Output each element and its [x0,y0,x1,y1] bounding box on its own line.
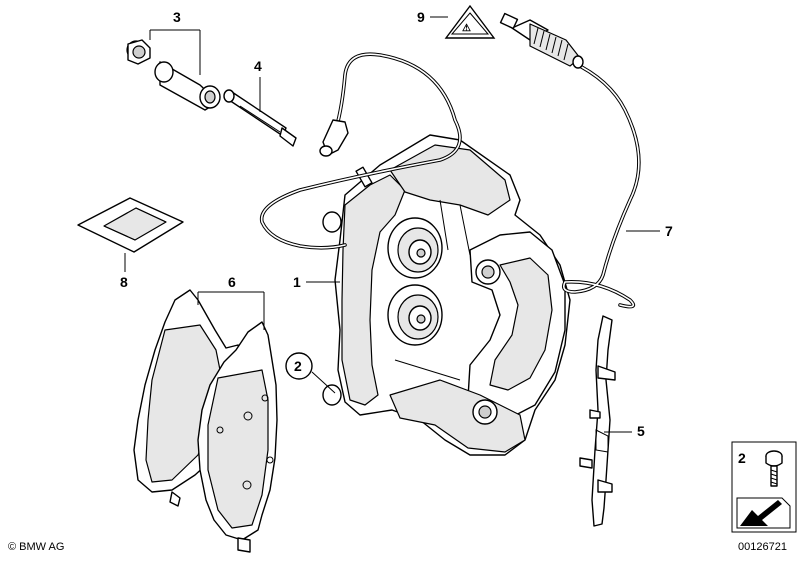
arrow-icon [736,497,791,529]
part-8-grease-packet[interactable] [77,197,184,253]
callout-6-label: 6 [228,274,236,290]
diagram-number: 00126721 [738,541,787,553]
part-4-guide-bolt[interactable] [223,89,297,147]
callout-2-circled: 2 [285,352,336,394]
callout-9-label: 9 [417,9,425,25]
callout-7: 7 [626,223,673,239]
legend-box-bolt: 2 [731,441,797,533]
bolt-icon [765,450,783,487]
callout-3-label: 3 [173,9,181,25]
callout-4-label: 4 [254,58,262,74]
callout-4: 4 [254,58,262,112]
caliper-piston-upper [387,217,443,279]
callout-1: 1 [293,274,340,290]
callout-3: 3 [149,9,201,75]
part-5-anti-rattle-spring[interactable] [579,315,616,527]
callout-5: 5 [604,423,645,439]
part-3-guide-sleeve[interactable] [126,39,221,111]
legend-box-number: 2 [738,450,746,466]
callout-8-label: 8 [120,274,128,290]
callout-7-label: 7 [665,223,673,239]
callout-5-label: 5 [637,423,645,439]
warning-symbol: ⚠ [462,23,471,34]
part-7-wear-sensor-cable[interactable] [259,12,641,309]
caliper-piston-lower [387,284,443,346]
part-1-brake-caliper[interactable] [322,134,571,456]
callout-6: 6 [197,274,265,330]
callout-2-label: 2 [294,358,302,374]
part-6-brake-pads[interactable] [133,289,278,553]
callout-9: 9 [417,9,448,25]
callout-8: 8 [120,253,128,290]
copyright-text: © BMW AG [8,541,65,553]
callout-1-label: 1 [293,274,301,290]
part-9-warning-label[interactable]: ⚠ [444,4,496,39]
